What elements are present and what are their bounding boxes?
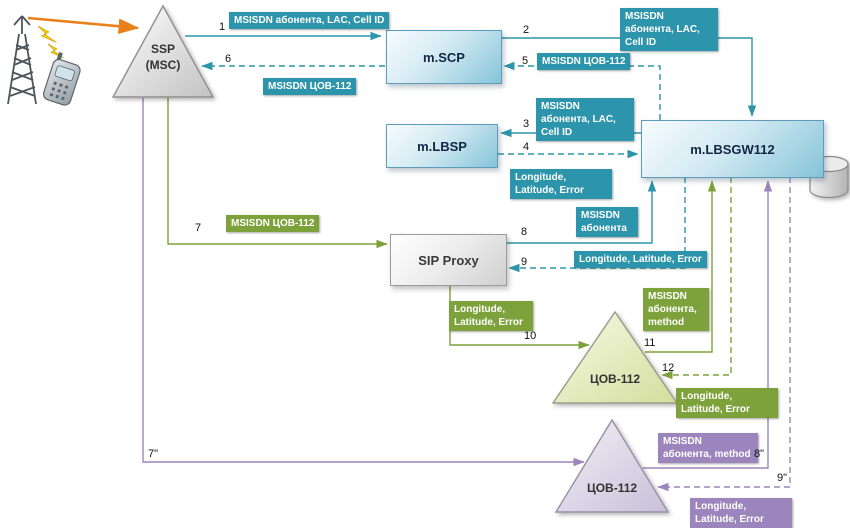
step-label-10: Longitude, Latitude, Error: [449, 301, 533, 331]
step-number-8: 8: [521, 226, 528, 238]
arrow-12: [661, 177, 732, 380]
step-number-10: 10: [524, 330, 537, 342]
node-cov112-green-shape: [551, 310, 679, 404]
node-mscp: m.SCP: [386, 30, 502, 84]
step-number-2: 2: [523, 24, 530, 36]
mobile-phone-icon: [42, 51, 81, 106]
arrow-2: [500, 37, 757, 117]
step-number-4: 4: [523, 141, 530, 153]
ssp-label-line2: (MSC): [145, 57, 181, 72]
step-number-9b: 9": [777, 472, 788, 484]
step-number-7b: 7": [148, 448, 159, 460]
step-label-11: MSISDN абонента, method: [643, 288, 709, 331]
step-number-1: 1: [219, 21, 226, 33]
node-ssp-msc-shape: [111, 4, 215, 98]
node-mlbsgw112: m.LBSGW112: [641, 120, 824, 178]
step-label-2: MSISDN абонента, LAC, Cell ID: [620, 8, 718, 51]
arrow-9b: [657, 177, 791, 492]
step-label-3: MSISDN абонента, LAC, Cell ID: [536, 98, 634, 141]
step-label-4: Longitude, Latitude, Error: [510, 169, 612, 199]
step-number-9: 9: [521, 256, 528, 268]
step-label-9: Longitude, Latitude, Error: [574, 251, 707, 268]
step-label-1: MSISDN абонента, LAC, Cell ID: [229, 12, 390, 29]
lightning-icon: [37, 25, 57, 43]
step-number-12: 12: [662, 362, 675, 374]
incoming-call-arrow: [27, 16, 140, 35]
arrow-7b: [142, 98, 585, 467]
step-label-8: MSISDN абонента: [576, 207, 638, 237]
arrow-9: [508, 177, 686, 273]
node-cov112-green-label: ЦОВ-112: [589, 372, 641, 386]
arrow-7: [167, 98, 388, 249]
step-label-12: Longitude, Latitude, Error: [676, 388, 778, 418]
step-label-7: MSISDN ЦОВ-112: [226, 215, 320, 232]
arrow-11: [645, 180, 717, 353]
arrow-8b: [643, 180, 773, 469]
step-number-5: 5: [522, 55, 529, 67]
step-label-6: MSISDN ЦОВ-112: [263, 78, 357, 95]
node-cov112-purple-label: ЦОВ-112: [586, 481, 638, 495]
ssp-label-line1: SSP: [150, 42, 175, 56]
step-number-6: 6: [225, 53, 232, 65]
node-cov112-purple-shape: [554, 418, 670, 513]
cell-tower-icon: [7, 15, 37, 105]
step-number-8b: 8": [754, 448, 765, 460]
step-number-3: 3: [523, 118, 530, 130]
lightning-icon: [47, 43, 64, 59]
step-label-9b: Longitude, Latitude, Error: [690, 498, 792, 528]
arrow-8: [507, 180, 657, 244]
arrow-5: [503, 61, 661, 120]
step-number-7: 7: [195, 222, 202, 234]
step-label-8b: MSISDN абонента, method: [658, 433, 758, 463]
node-mlbsp: m.LBSP: [386, 124, 498, 168]
step-label-5: MSISDN ЦОВ-112: [537, 53, 631, 70]
node-sip-proxy: SIP Proxy: [390, 234, 507, 286]
step-number-11: 11: [644, 337, 656, 349]
node-ssp-msc-label: SSP (MSC): [123, 42, 203, 73]
